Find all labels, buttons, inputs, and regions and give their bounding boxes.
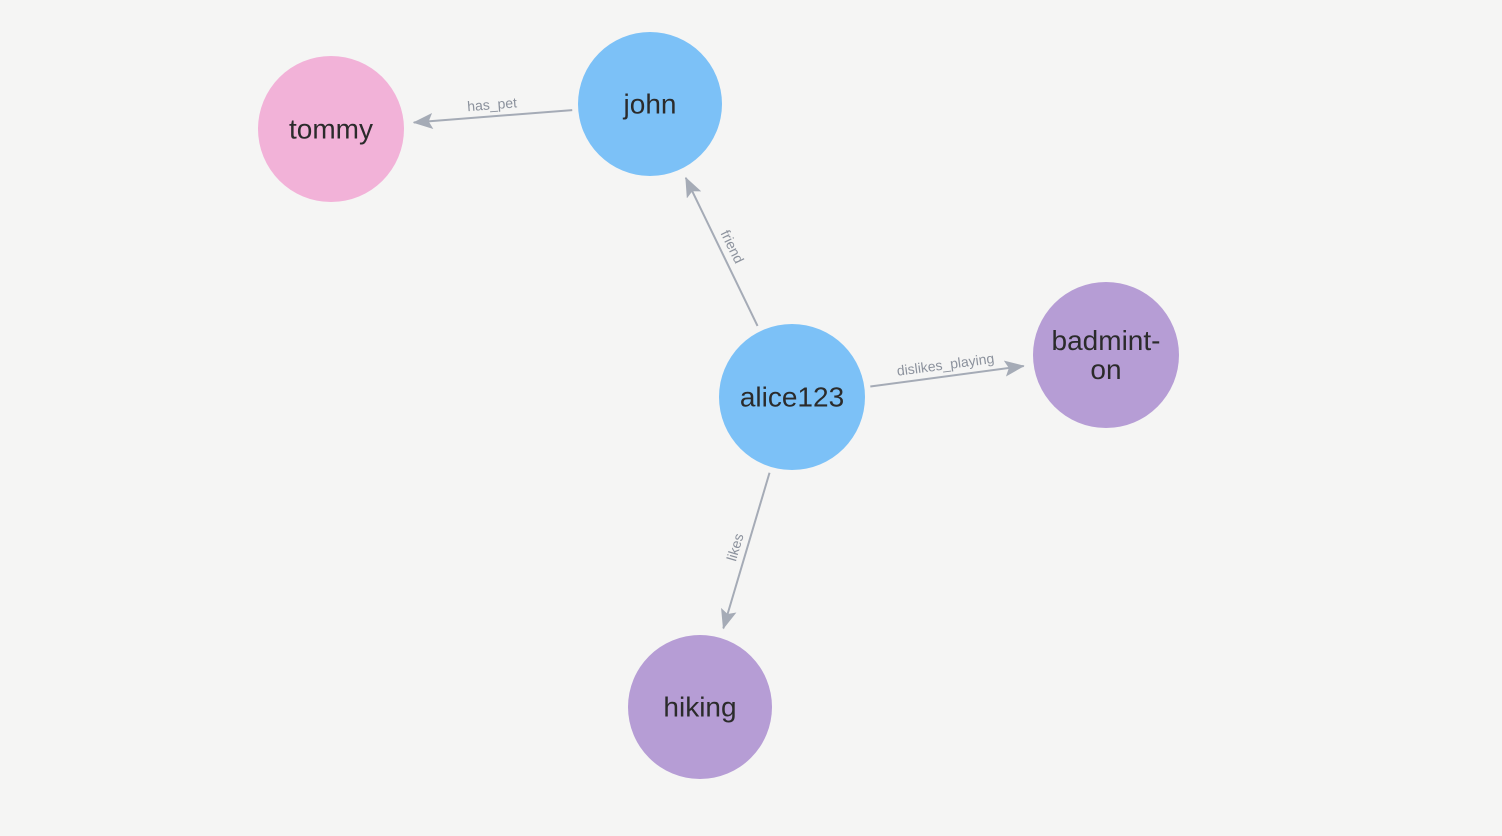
edge-friend[interactable]: friend xyxy=(684,176,759,327)
node-badminton[interactable]: badmint-on xyxy=(1033,282,1179,428)
node-alice123[interactable]: alice123 xyxy=(719,324,865,470)
node-circle[interactable] xyxy=(1033,282,1179,428)
edge-label: likes xyxy=(723,531,746,562)
edge-has_pet[interactable]: has_pet xyxy=(412,94,573,130)
node-circle[interactable] xyxy=(719,324,865,470)
edge-line[interactable] xyxy=(684,176,759,327)
edge-label: friend xyxy=(718,227,748,266)
node-circle[interactable] xyxy=(578,32,722,176)
node-circle[interactable] xyxy=(258,56,404,202)
edge-label: dislikes_playing xyxy=(896,350,995,379)
edge-line[interactable] xyxy=(721,472,771,630)
edge-dislikes_playing[interactable]: dislikes_playing xyxy=(870,350,1025,388)
node-john[interactable]: john xyxy=(578,32,722,176)
edge-line[interactable] xyxy=(412,109,573,130)
node-hiking[interactable]: hiking xyxy=(628,635,772,779)
node-tommy[interactable]: tommy xyxy=(258,56,404,202)
edge-likes[interactable]: likes xyxy=(721,472,771,630)
edge-line[interactable] xyxy=(870,360,1025,388)
node-circle[interactable] xyxy=(628,635,772,779)
edge-label: has_pet xyxy=(467,94,518,114)
